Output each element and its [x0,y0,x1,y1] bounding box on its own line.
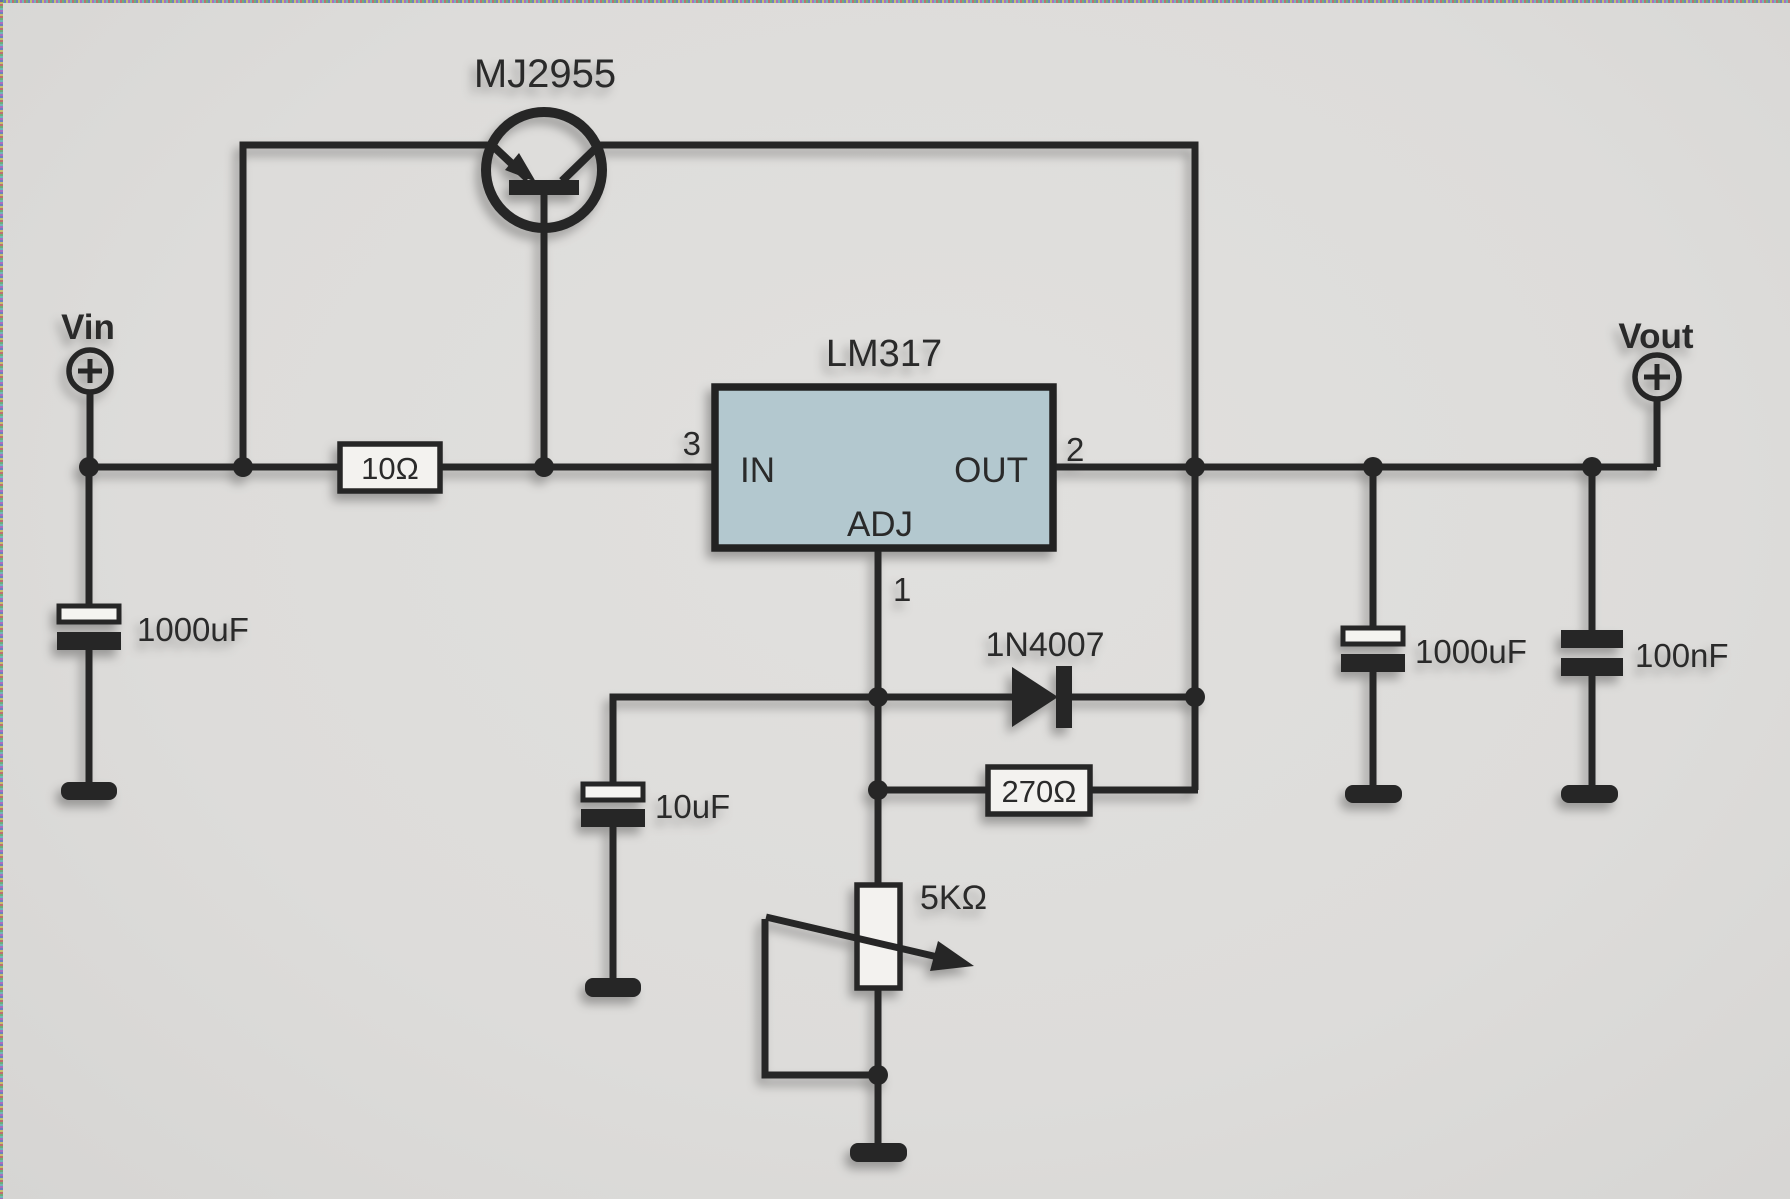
wires [85,141,1661,1143]
capacitor-output-hf-label: 100nF [1635,637,1729,674]
regulator-body [711,383,1057,552]
regulator-pin-3-number: 3 [683,425,701,462]
diode-label: 1N4007 [985,626,1104,664]
diode-cathode-bar [1056,666,1072,728]
regulator-pin-2-number: 2 [1066,431,1084,468]
vout-terminal-icon [1632,352,1682,402]
vout-terminal: Vout [1618,317,1694,402]
capacitor-adj: 10uF [580,781,730,827]
capacitor-output-hf: 100nF [1561,630,1729,676]
potentiometer: 5KΩ [765,879,987,991]
resistor-body [985,764,1093,817]
capacitor-output-bulk: 1000uF [1340,625,1527,672]
junction-dot [1185,687,1205,707]
vout-label: Vout [1618,317,1694,356]
capacitor-input-label: 1000uF [137,611,249,648]
regulator-pin-1-number: 1 [893,571,911,608]
potentiometer-wiper-line [765,913,943,962]
capacitor-plate [1561,630,1623,648]
vin-terminal: Vin [61,308,115,395]
potentiometer-label: 5KΩ [920,879,987,917]
junction-dot [1185,457,1205,477]
junction-dot [233,457,253,477]
transistor-label: MJ2955 [474,52,616,96]
wire-collector-branch [596,141,1199,790]
ground-icon [1561,785,1618,803]
capacitor-plate-positive [580,781,646,803]
ground-symbols [61,782,1618,1162]
wire-emitter-branch [239,141,492,467]
capacitor-output-bulk-label: 1000uF [1415,633,1527,670]
regulator-pin-adj-label: ADJ [847,505,913,544]
transistor-emitter-arrow-icon [505,153,536,182]
capacitor-plate [1561,658,1623,676]
regulator-pin-out-label: OUT [954,451,1028,490]
ground-icon [585,978,641,997]
ground-icon [850,1143,907,1162]
resistor-base-label: 10Ω [361,451,419,486]
edge-noise-left [0,0,3,1199]
resistor-body [337,441,443,494]
junction-dot [868,1065,888,1085]
junction-dot [1582,457,1602,477]
capacitor-adj-label: 10uF [655,788,730,825]
resistor-feedback-label: 270Ω [1002,774,1077,809]
junction-dot [868,780,888,800]
wire-pot-loop [761,919,878,1079]
regulator-label: LM317 [826,333,942,375]
capacitor-plate-positive [56,603,122,625]
resistor-feedback: 270Ω [985,764,1093,817]
regulator-lm317: LM317 IN OUT ADJ 3 2 1 [683,333,1085,608]
capacitor-plate-negative [57,632,121,650]
regulator-pin-in-label: IN [740,451,775,490]
potentiometer-wiper-arrow-icon [930,941,974,971]
diode-1n4007: 1N4007 [985,626,1105,728]
plus-icon [1644,364,1670,390]
transistor-base-bar [509,180,579,195]
capacitor-plate-positive [1340,625,1406,647]
vin-terminal-icon [66,347,114,395]
capacitor-plate-negative [1341,654,1405,672]
edge-noise-top [0,0,1790,3]
vin-label: Vin [61,308,115,347]
transistor-circle [481,107,607,233]
junction-dot [1363,457,1383,477]
capacitor-plate-negative [581,809,645,827]
plus-icon [78,359,102,383]
junction-dot [534,457,554,477]
diode-triangle-icon [1012,667,1058,727]
capacitor-input: 1000uF [56,603,249,650]
pass-transistor-symbol: MJ2955 [474,52,616,233]
wire-cap-adj-top [609,693,878,786]
resistor-base: 10Ω [337,441,443,494]
ground-icon [61,782,117,800]
transistor-collector-lead [559,143,601,184]
junction-dots [79,457,1602,1085]
ground-icon [1345,785,1402,803]
junction-dot [79,457,99,477]
junction-dot [868,687,888,707]
